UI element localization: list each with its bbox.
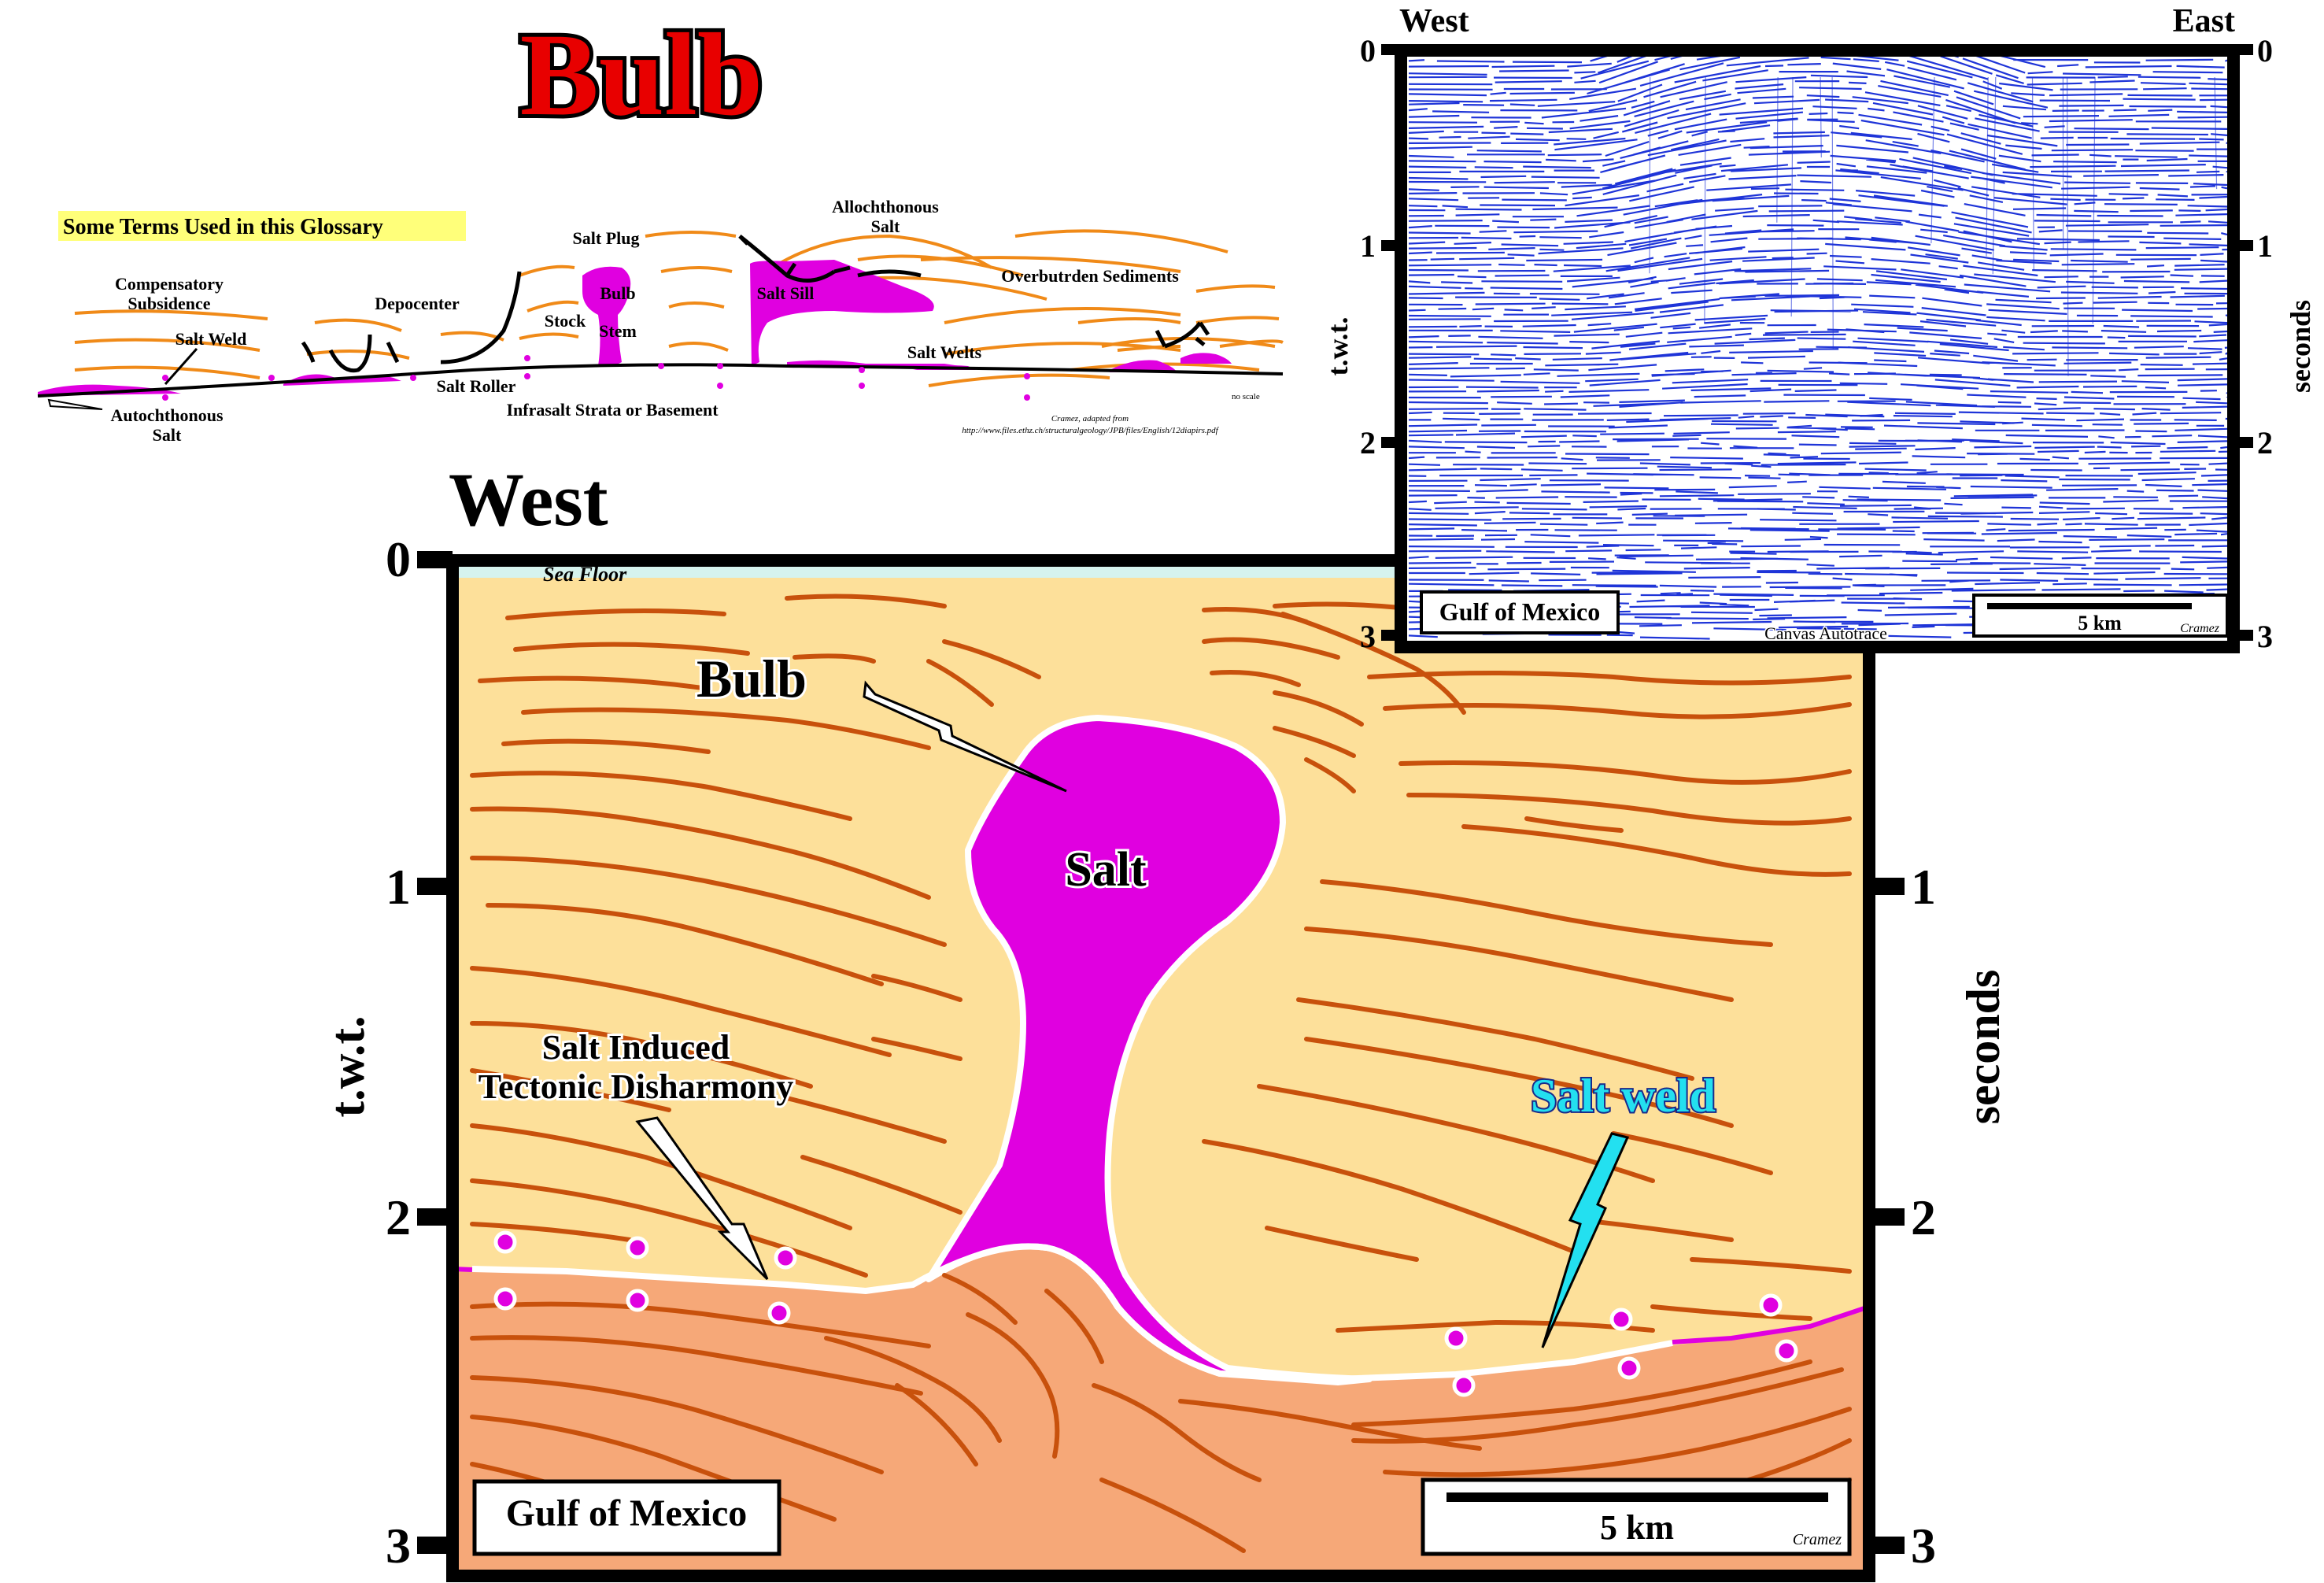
term-overburden: Overbutrden Sediments [1001,266,1179,286]
seismic-west-label: West [1399,3,1469,39]
main-scale-bar [1446,1492,1828,1502]
term-salt-roller: Salt Roller [437,376,516,396]
seismic-credit: Cramez [2180,622,2220,635]
seismic-location-box: Gulf of Mexico [1420,590,1620,634]
seismic-y2-axis-label: seconds [2285,300,2316,393]
term-salt-plug: Salt Plug [573,228,640,248]
seismic-tick-2: 2 [1360,425,1376,460]
bulb-label: Bulb [696,649,807,708]
seismic-east-label: East [2173,3,2235,39]
seismic-right-tick-3: 3 [2257,619,2273,654]
term-stem: Stem [599,321,637,341]
salt-label: Salt [1065,843,1147,897]
seismic-right-tick-0: 0 [2257,33,2273,68]
disharmony-arrow [635,1116,769,1281]
seismic-location-label: Gulf of Mexico [1439,597,1600,626]
glossary-credit-2: http://www.files.ethz.ch/structuralgeolo… [962,426,1219,435]
main-right-tick-1: 1 [1911,859,1936,915]
seismic-frame [1395,44,2240,653]
weld-dots [493,1230,1798,1397]
main-left-axis: 0 1 2 3 t.w.t. [321,531,453,1574]
salt-weld-arrow [1541,1132,1630,1348]
seismic-tick-3: 3 [1360,619,1376,654]
main-frame [446,554,1875,1582]
main-credit: Cramez [1793,1531,1842,1548]
main-right-tick-3: 3 [1911,1518,1936,1574]
seismic-tick-0: 0 [1360,33,1376,68]
term-depocenter: Depocenter [375,294,460,313]
main-tick-1: 1 [386,859,411,915]
glossary-basement-line [37,363,1284,398]
seismic-reflectors [1408,57,2227,640]
term-allochthonous: Allochthonous [832,197,939,216]
disharmony-label-1: Salt Induced [542,1028,730,1067]
bulb-arrow [863,680,1067,793]
glossary-weld-pointer [164,348,198,385]
term-allochthonous-2: Salt [871,216,900,236]
seismic-scale-box: 5 km Cramez [1972,594,2229,638]
seafloor-label: Sea Floor [543,563,627,586]
seismic-y-axis-label: t.w.t. [1322,317,1354,376]
seismic-inset: West East 0 1 2 3 0 1 2 3 t.w.t. seconds [1322,3,2316,654]
term-stock: Stock [545,311,586,331]
main-location-box: Gulf of Mexico [472,1479,781,1556]
salt-body [926,715,1373,1385]
main-cross-section: West [321,457,2009,1582]
glossary-no-scale: no scale [1232,392,1260,401]
term-compensatory: Compensatory [115,274,224,294]
main-tick-2: 2 [386,1189,411,1245]
salt-weld-label: Salt weld [1531,1070,1716,1122]
term-salt-weld: Salt Weld [176,329,247,349]
main-y2-axis-label: seconds [1957,970,2009,1125]
glossary-heading-bg [58,211,466,241]
disharmony-label-2: Tectonic Disharmony [478,1067,794,1106]
term-bulb: Bulb [600,283,635,303]
seismic-vertical-streaks [1649,76,2218,376]
glossary-auto-pointer [47,398,103,410]
term-autochthonous-salt: Salt [153,425,182,445]
main-scale-label: 5 km [1600,1508,1674,1547]
seismic-scale-bar [1987,603,2192,609]
term-autochthonous: Autochthonous [110,405,223,425]
glossary-credit-1: Cramez, adapted from [1051,414,1129,423]
glossary-heading: Some Terms Used in this Glossary [63,215,383,239]
seismic-tick-1: 1 [1360,228,1376,264]
term-salt-sill: Salt Sill [757,283,815,303]
base-salt-weld-line [471,1243,1673,1383]
glossary-dots [162,355,1030,401]
glossary-sediment-lines [74,229,1284,387]
seismic-scale-label: 5 km [2078,612,2122,634]
main-y-axis-label: t.w.t. [321,1015,375,1117]
main-west-label: West [449,457,608,542]
main-tick-3: 3 [386,1518,411,1574]
main-right-tick-2: 2 [1911,1189,1936,1245]
seismic-process-label: Canvas Autotrace [1764,623,1887,643]
main-location-label: Gulf of Mexico [506,1492,748,1534]
salt-weld-pink-right [1672,1304,1869,1344]
page-title: Bulb [520,9,763,140]
term-subsidence: Subsidence [127,294,210,313]
main-tick-0: 0 [386,531,411,587]
main-scale-box: 5 km Cramez [1421,1478,1852,1556]
main-right-axis: 1 2 3 seconds [1869,859,2009,1574]
term-infrasalt: Infrasalt Strata or Basement [506,400,719,420]
glossary-diagram: Some Terms Used in this Glossary [37,197,1284,445]
seismic-right-tick-1: 1 [2257,228,2273,264]
seismic-reflector-traces [1408,57,2227,640]
term-salt-welts: Salt Welts [907,342,982,362]
seismic-right-tick-2: 2 [2257,425,2273,460]
glossary-faults [301,235,1210,373]
